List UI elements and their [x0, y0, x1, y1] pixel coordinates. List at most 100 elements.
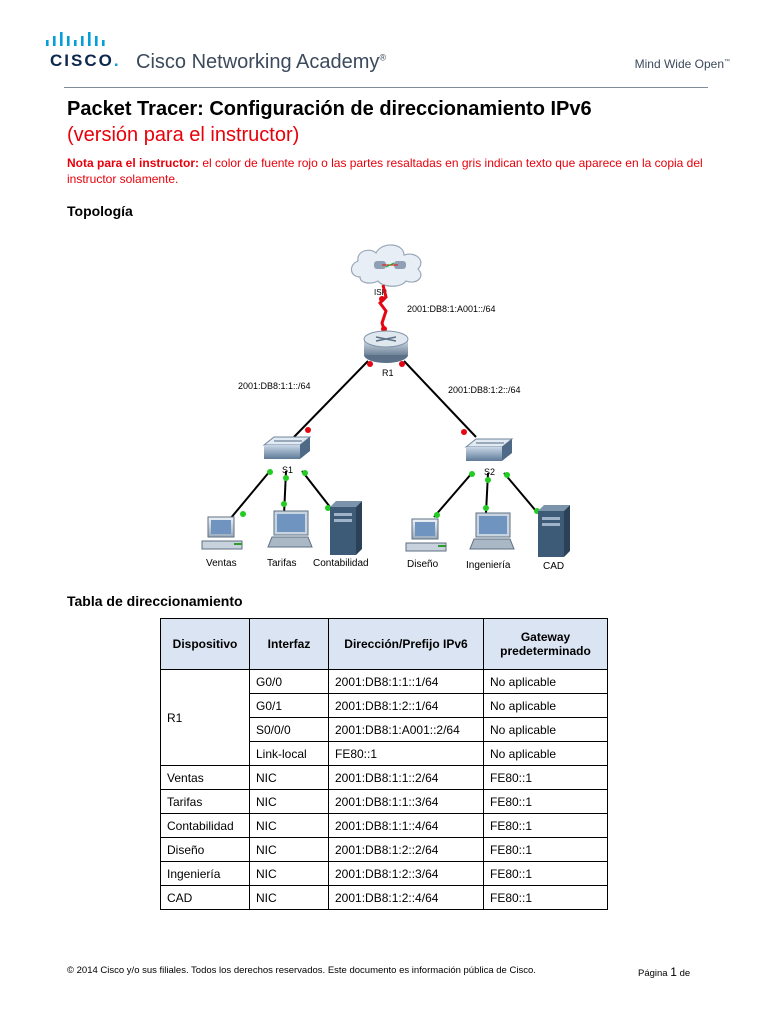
host-label-diseno: Diseño: [407, 559, 439, 570]
diseno-pc-icon: [405, 518, 447, 552]
router-r1-icon: [363, 330, 409, 363]
ventas-pc-icon: [201, 516, 243, 550]
port-r1-g01: [399, 361, 405, 367]
table-cell: 2001:DB8:1:2::2/64: [328, 837, 484, 862]
table-cell: NIC: [249, 789, 329, 814]
column-header-ipv6-prefix: Dirección/Prefijo IPv6: [328, 618, 484, 670]
port-isp-serial: [379, 296, 385, 302]
port-s2-cad: [504, 472, 510, 478]
cisco-bars-logo-icon: [46, 32, 105, 46]
table-cell: S0/0/0: [249, 717, 329, 742]
column-header-interface: Interfaz: [249, 618, 329, 670]
link-s1-ventas: [229, 470, 271, 520]
page-of: de: [679, 968, 691, 979]
table-cell: No aplicable: [483, 693, 608, 718]
port-s1-contabilidad: [302, 470, 308, 476]
port-s2-ingenieria: [485, 477, 491, 483]
table-row: S0/0/0 2001:DB8:1:A001::2/64 No aplicabl…: [161, 717, 608, 742]
r1-label: R1: [382, 368, 394, 378]
switch-s2-icon: [464, 438, 514, 461]
table-row: Ingeniería NIC 2001:DB8:1:2::3/64 FE80::…: [160, 861, 608, 886]
serial-link-isp-r1: [378, 284, 388, 336]
switch-s1-icon: [262, 436, 312, 459]
table-row: CAD NIC 2001:DB8:1:2::4/64 FE80::1: [160, 885, 608, 910]
table-row: R1 G0/0 2001:DB8:1:1::1/64 No aplicable: [160, 669, 608, 766]
table-cell: FE80::1: [483, 861, 608, 886]
page-title: Packet Tracer: Configuración de direccio…: [67, 98, 592, 120]
table-cell: NIC: [249, 861, 329, 886]
table-cell: 2001:DB8:1:1::3/64: [328, 789, 484, 814]
host-label-contabilidad: Contabilidad: [313, 558, 369, 569]
table-cell: FE80::1: [483, 837, 608, 862]
host-label-ingenieria: Ingeniería: [466, 560, 511, 571]
table-cell: Tarifas: [160, 789, 250, 814]
port-tarifas: [281, 501, 287, 507]
table-cell: NIC: [249, 837, 329, 862]
table-header-row: Dispositivo Interfaz Dirección/Prefijo I…: [160, 618, 608, 670]
table-row: Contabilidad NIC 2001:DB8:1:1::4/64 FE80…: [160, 813, 608, 838]
link-r1-s2: [403, 360, 477, 438]
page-header: CISCO. Cisco Networking Academy® Mind Wi…: [0, 0, 768, 86]
link-s2-diseno: [433, 472, 473, 518]
table-cell: 2001:DB8:1:1::4/64: [328, 813, 484, 838]
tarifas-laptop-icon: [267, 510, 313, 548]
instructor-note: Nota para el instructor: el color de fue…: [67, 155, 717, 187]
table-cell: NIC: [249, 813, 329, 838]
table-cell: 2001:DB8:1:2::1/64: [328, 693, 484, 718]
contabilidad-server-icon: [330, 501, 362, 555]
s1-label: S1: [282, 465, 293, 475]
addressing-table: Dispositivo Interfaz Dirección/Prefijo I…: [160, 618, 608, 910]
port-contabilidad: [325, 505, 331, 511]
table-cell: 2001:DB8:1:2::4/64: [328, 885, 484, 910]
port-s2-uplink: [461, 429, 467, 435]
port-ventas: [240, 511, 246, 517]
instructor-note-text: el color de fuente rojo o las partes res…: [67, 156, 703, 186]
device-cell-r1: R1: [160, 669, 250, 766]
table-cell: NIC: [249, 885, 329, 910]
table-cell: No aplicable: [483, 717, 608, 742]
link-s1-label: 2001:DB8:1:1::/64: [238, 381, 311, 391]
table-cell: 2001:DB8:1:1::1/64: [328, 669, 484, 694]
table-row: Tarifas NIC 2001:DB8:1:1::3/64 FE80::1: [160, 789, 608, 814]
port-r1-serial: [381, 326, 387, 332]
footer-page-number: Página 1 de: [638, 965, 690, 979]
host-label-cad: CAD: [543, 561, 564, 572]
table-cell: G0/0: [249, 669, 329, 694]
table-cell: FE80::1: [483, 765, 608, 790]
topology-diagram: ISP 2001:DB8:1:A001::/64 R1 2001:DB8:1:1…: [201, 244, 570, 572]
table-cell: CAD: [160, 885, 250, 910]
footer-copyright: © 2014 Cisco y/o sus filiales. Todos los…: [67, 965, 536, 976]
table-cell: NIC: [249, 765, 329, 790]
table-cell: FE80::1: [328, 741, 484, 766]
isp-cloud-icon: [350, 244, 422, 287]
column-header-device: Dispositivo: [160, 618, 250, 670]
table-row: G0/1 2001:DB8:1:2::1/64 No aplicable: [161, 693, 608, 718]
cisco-wordmark: CISCO.: [50, 51, 121, 70]
page-number: 1: [670, 965, 677, 979]
table-cell: Ventas: [160, 765, 250, 790]
academy-name: Cisco Networking Academy®: [136, 51, 387, 73]
instructor-note-label: Nota para el instructor:: [67, 156, 200, 170]
port-diseno: [434, 512, 440, 518]
table-cell: G0/1: [249, 693, 329, 718]
tagline: Mind Wide Open™: [634, 57, 730, 71]
link-s2-cad: [503, 472, 537, 512]
table-row: Diseño NIC 2001:DB8:1:2::2/64 FE80::1: [160, 837, 608, 862]
table-cell: Diseño: [160, 837, 250, 862]
link-isp-label: 2001:DB8:1:A001::/64: [407, 304, 496, 314]
port-r1-g00: [367, 361, 373, 367]
table-cell: FE80::1: [483, 885, 608, 910]
isp-label: ISP: [374, 288, 387, 297]
link-r1-s1: [293, 360, 369, 438]
column-header-default-gateway: Gateway predeterminado: [483, 618, 608, 670]
port-s1-ventas: [267, 469, 273, 475]
addressing-table-heading: Tabla de direccionamiento: [67, 593, 243, 609]
table-row: Link-local FE80::1 No aplicable: [161, 741, 608, 766]
table-row: Ventas NIC 2001:DB8:1:1::2/64 FE80::1: [160, 765, 608, 790]
header-divider: [64, 87, 708, 88]
table-cell: No aplicable: [483, 669, 608, 694]
ingenieria-laptop-icon: [469, 512, 515, 550]
page-subtitle: (versión para el instructor): [67, 124, 300, 146]
host-label-ventas: Ventas: [206, 558, 237, 569]
table-cell: Contabilidad: [160, 813, 250, 838]
